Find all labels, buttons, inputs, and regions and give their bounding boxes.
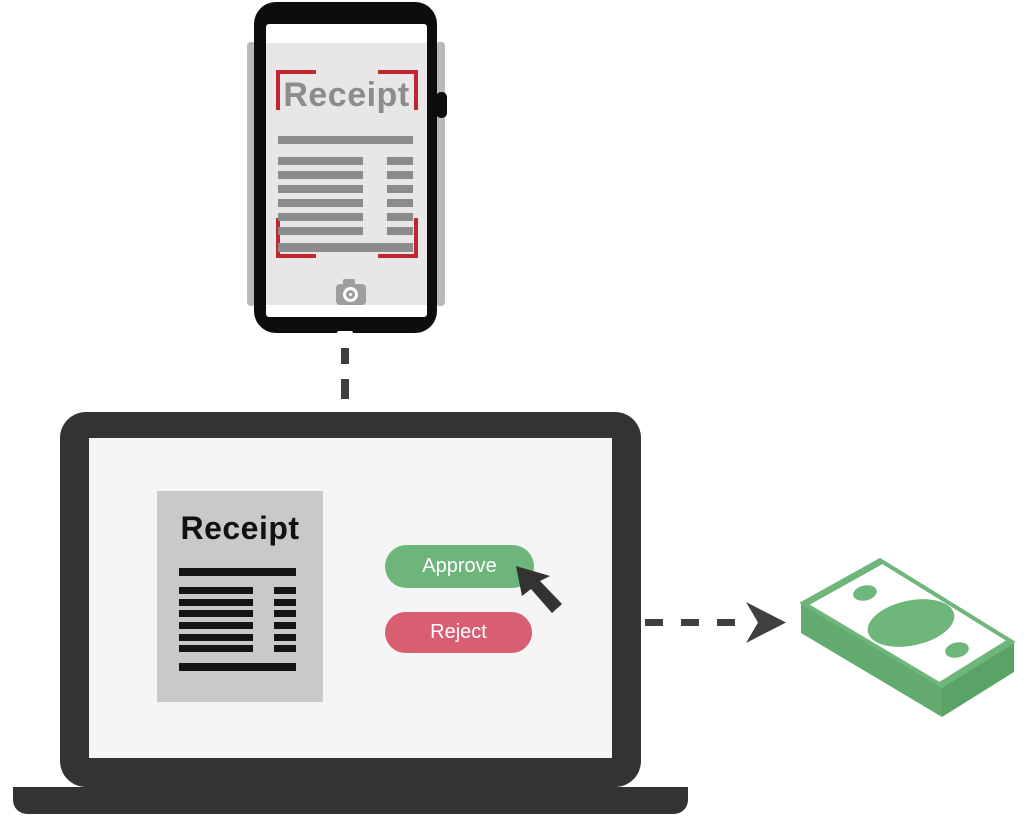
- receipt-line-row: [179, 645, 296, 653]
- phone-receipt-title: Receipt: [283, 76, 410, 114]
- camera-icon[interactable]: [336, 284, 366, 305]
- receipt-line-row: [179, 598, 296, 606]
- scan-corner-top-left-icon: [276, 70, 316, 110]
- scan-corner-bottom-left-icon: [276, 218, 316, 258]
- sparkle-icon: [902, 548, 911, 563]
- arrow-dash: [681, 619, 699, 626]
- receipt-line: [278, 243, 413, 252]
- laptop-receipt-title: Receipt: [180, 510, 300, 546]
- receipt-line-row: [179, 633, 296, 641]
- receipt-line: [179, 663, 296, 671]
- receipt-line-row: [278, 157, 413, 165]
- scan-corner-bottom-right-icon: [378, 218, 418, 258]
- receipt-line: [278, 136, 413, 144]
- connector-dash: [341, 379, 349, 399]
- arrow-head-icon: [746, 602, 786, 643]
- arrow-dash: [717, 619, 735, 626]
- phone-connector-nub: [337, 331, 353, 346]
- phone-power-button: [436, 92, 447, 118]
- receipt-line-row: [278, 171, 413, 179]
- receipt-line-row: [179, 587, 296, 594]
- reject-button[interactable]: Reject: [385, 612, 532, 653]
- receipt-line-row: [278, 213, 413, 221]
- camera-icon: [343, 279, 355, 286]
- receipt-line-row: [179, 622, 296, 630]
- receipt-line-row: [179, 610, 296, 618]
- phone-left-rail: [247, 42, 256, 306]
- money-stack-icon: [800, 548, 1015, 717]
- receipt-line-row: [278, 199, 413, 207]
- phone-right-rail: [436, 42, 445, 306]
- scan-corner-top-right-icon: [378, 70, 418, 110]
- receipt-line-row: [278, 227, 413, 235]
- cursor-icon: [516, 566, 562, 613]
- laptop-receipt-lines: [179, 587, 296, 653]
- connector-dash: [341, 348, 349, 364]
- laptop-base: [13, 787, 688, 814]
- receipt-line-row: [278, 185, 413, 193]
- receipt-line: [179, 568, 296, 576]
- approve-button[interactable]: Approve: [385, 545, 534, 588]
- phone-receipt-lines: [278, 157, 413, 235]
- camera-lens-icon: [343, 287, 358, 302]
- arrow-dash: [645, 619, 663, 626]
